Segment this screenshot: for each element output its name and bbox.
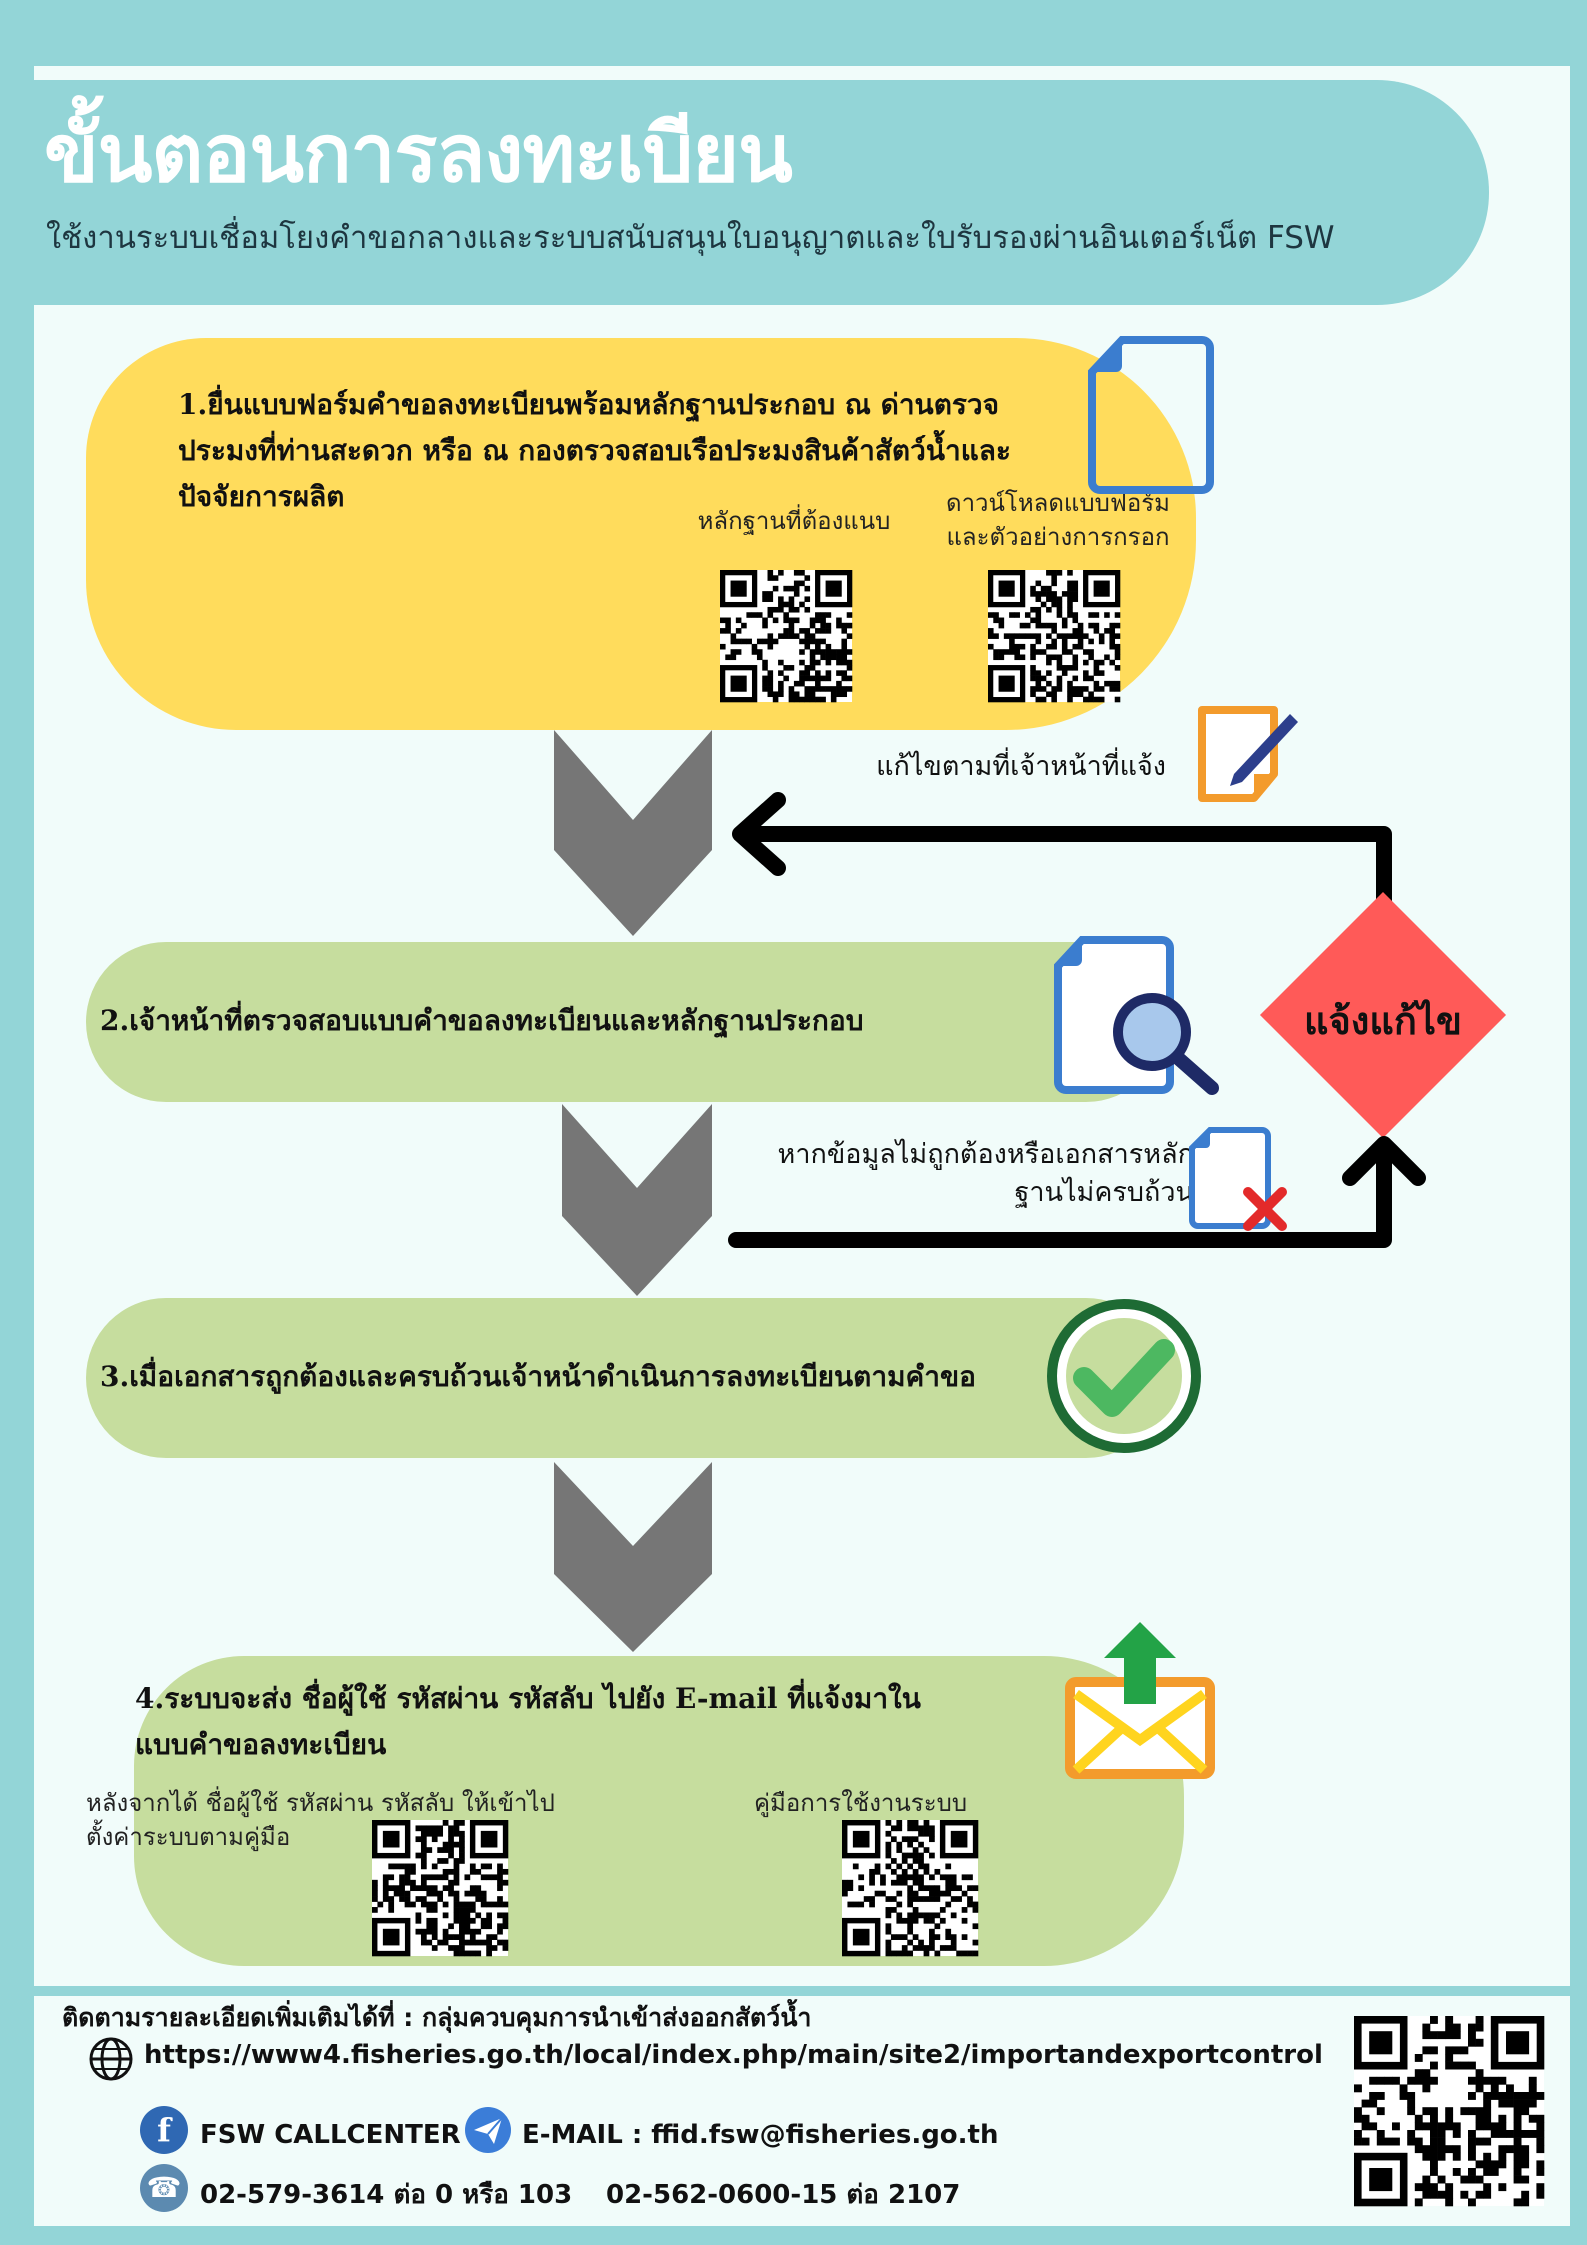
footer-panel: ติดตามรายละเอียดเพิ่มเติมได้ที่ : กลุ่มค…	[34, 1996, 1570, 2226]
arrow-down-chevron-2	[562, 1104, 712, 1296]
arrow-down-chevron-1	[554, 730, 712, 936]
qr-setup-pattern	[372, 1820, 509, 1957]
decision-diamond: แจ้งแก้ไข	[1259, 891, 1507, 1139]
qr-evidence-label: หลักฐานที่ต้องแนบ	[697, 507, 891, 535]
footer-heading: ติดตามรายละเอียดเพิ่มเติมได้ที่ : กลุ่มค…	[62, 2003, 812, 2032]
mail-upload-icon	[1065, 1622, 1215, 1779]
document-search-icon	[1054, 936, 1219, 1095]
phone-2[interactable]: 02-562-0600-15 ต่อ 2107	[606, 2180, 961, 2210]
header-banner: ขั้นตอนการลงทะเบียน ใช้งานระบบเชื่อมโยงค…	[34, 80, 1489, 305]
arrow-down-chevron-3	[554, 1462, 712, 1652]
globe-icon	[89, 2037, 133, 2081]
qr-manual-pattern	[842, 1820, 979, 1957]
edit-pen-icon	[1198, 706, 1298, 802]
error-note: หากข้อมูลไม่ถูกต้องหรือเอกสารหลักฐานไม่ค…	[777, 1139, 1194, 1208]
page-subtitle: ใช้งานระบบเชื่อมโยงคำขอกลางและระบบสนับสน…	[46, 220, 1335, 256]
phone-1[interactable]: 02-579-3614 ต่อ 0 หรือ 103	[200, 2180, 573, 2210]
check-circle-icon	[1047, 1299, 1201, 1453]
step-3-text: 3.เมื่อเอกสารถูกต้องและครบถ้วนเจ้าหน้าดำ…	[100, 1360, 976, 1393]
manual-label: คู่มือการใช้งานระบบ	[754, 1789, 968, 1817]
qr-form-label: ดาวน์โหลดแบบฟอร์มและตัวอย่างการกรอก	[945, 489, 1170, 551]
step-3-box: 3.เมื่อเอกสารถูกต้องและครบถ้วนเจ้าหน้าดำ…	[86, 1298, 1166, 1458]
qr-code-evidence[interactable]	[720, 570, 853, 703]
qr-website-pattern	[1354, 2016, 1545, 2207]
phone-icon: ☎	[140, 2164, 188, 2212]
footer-url-link[interactable]: https://www4.fisheries.go.th/local/index…	[144, 2040, 1323, 2070]
callcenter-label[interactable]: FSW CALLCENTER	[200, 2120, 461, 2150]
qr-code-form[interactable]	[988, 570, 1121, 703]
main-panel: ขั้นตอนการลงทะเบียน ใช้งานระบบเชื่อมโยงค…	[34, 66, 1570, 1986]
step-1-box: 1.ยื่นแบบฟอร์มคำขอลงทะเบียนพร้อมหลักฐานป…	[86, 338, 1196, 730]
qr-code-website[interactable]	[1354, 2016, 1545, 2207]
step-2-text: 2.เจ้าหน้าที่ตรวจสอบแบบคำขอลงทะเบียนและห…	[100, 1004, 864, 1037]
error-arrow	[728, 1136, 1426, 1248]
qr-code-setup[interactable]	[372, 1820, 509, 1957]
step-4-text: 4.ระบบจะส่ง ชื่อผู้ใช้ รหัสผ่าน รหัสลับ …	[135, 1682, 921, 1761]
page-title: ขั้นตอนการลงทะเบียน	[44, 107, 793, 200]
facebook-icon[interactable]: f	[140, 2106, 188, 2154]
decision-label: แจ้งแก้ไข	[1304, 999, 1462, 1043]
step-4-note: หลังจากได้ ชื่อผู้ใช้ รหัสผ่าน รหัสลับ ใ…	[86, 1789, 555, 1851]
email-link[interactable]: E-MAIL : ffid.fsw@fisheries.go.th	[522, 2120, 999, 2150]
step-4-box: 4.ระบบจะส่ง ชื่อผู้ใช้ รหัสผ่าน รหัสลับ …	[86, 1656, 1184, 1966]
document-error-icon	[1189, 1127, 1287, 1231]
step-1-text: 1.ยื่นแบบฟอร์มคำขอลงทะเบียนพร้อมหลักฐานป…	[178, 388, 1011, 513]
qr-code-manual[interactable]	[842, 1820, 979, 1957]
email-send-icon	[465, 2107, 511, 2153]
feedback-note: แก้ไขตามที่เจ้าหน้าที่แจ้ง	[876, 751, 1166, 782]
qr-evidence-pattern	[720, 570, 853, 703]
qr-form-pattern	[988, 570, 1121, 703]
step-2-box: 2.เจ้าหน้าที่ตรวจสอบแบบคำขอลงทะเบียนและห…	[86, 942, 1166, 1102]
document-icon	[1088, 336, 1214, 494]
